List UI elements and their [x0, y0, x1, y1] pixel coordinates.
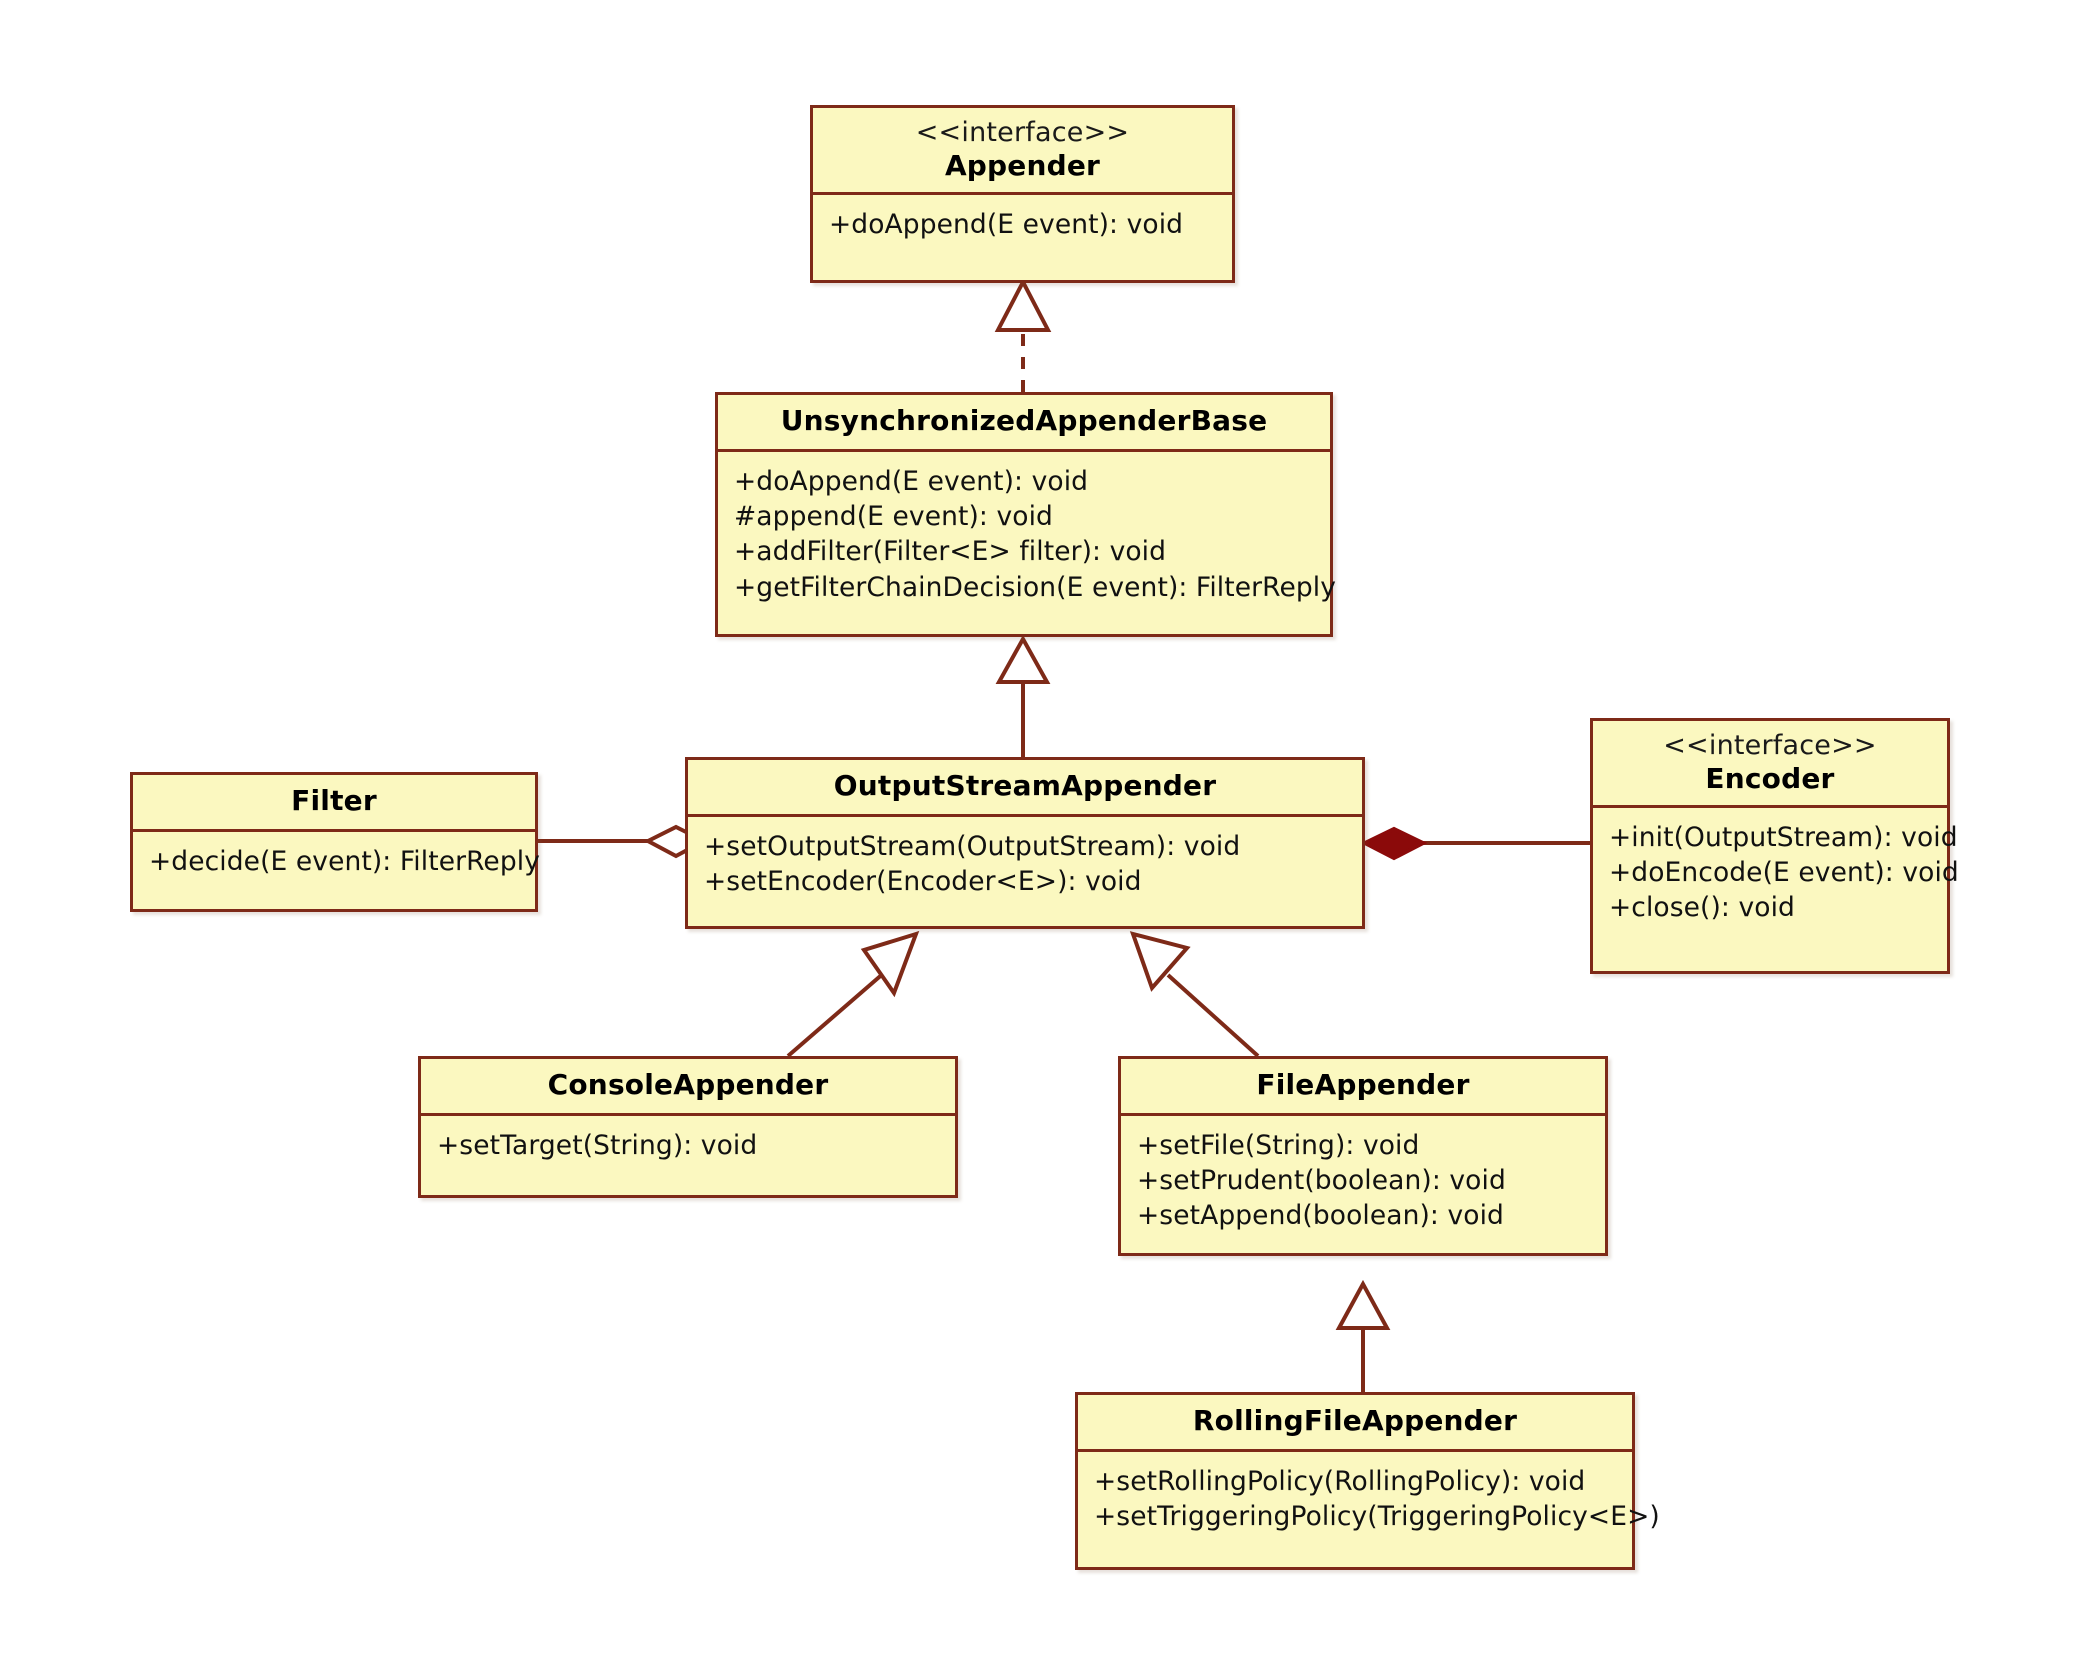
class-member: +setTarget(String): void [437, 1130, 758, 1161]
class-member: +setRollingPolicy(RollingPolicy): void [1094, 1466, 1586, 1497]
class-members-encoder: +init(OutputStream): void +doEncode(E ev… [1593, 808, 1959, 938]
class-member: +doEncode(E event): void [1609, 857, 1959, 889]
rel-aggregation-filter [538, 824, 709, 859]
class-name: OutputStreamAppender [833, 769, 1217, 802]
class-header-output-stream-appender: OutputStreamAppender [688, 760, 1362, 817]
class-member: +init(OutputStream): void [1609, 822, 1958, 853]
class-name: RollingFileAppender [1192, 1404, 1518, 1437]
class-header-appender: <<interface>> Appender [813, 108, 1232, 195]
class-members-unsynchronized-appender-base: +doAppend(E event): void #append(E event… [718, 452, 1337, 617]
class-member: +addFilter(Filter<E> filter): void [734, 536, 1167, 568]
class-box-unsynchronized-appender-base[interactable]: UnsynchronizedAppenderBase +doAppend(E e… [715, 392, 1337, 637]
class-member: #append(E event): void [734, 501, 1053, 533]
class-box-encoder[interactable]: <<interface>> Encoder +init(OutputStream… [1590, 718, 1959, 974]
class-name: UnsynchronizedAppenderBase [780, 404, 1268, 437]
class-member: +getFilterChainDecision(E event): Filter… [734, 571, 1337, 603]
class-name: ConsoleAppender [547, 1068, 829, 1101]
class-member: +decide(E event): FilterReply [149, 846, 540, 877]
class-members-rolling-file-appender: +setRollingPolicy(RollingPolicy): void +… [1078, 1452, 1660, 1546]
class-members-file-appender: +setFile(String): void +setPrudent(boole… [1121, 1116, 1605, 1246]
class-members-appender: +doAppend(E event): void [813, 195, 1232, 254]
class-members-filter: +decide(E event): FilterReply [133, 832, 540, 891]
class-stereotype: <<interface>> [915, 117, 1130, 148]
rel-generalization-file [1129, 931, 1260, 1058]
class-box-console-appender[interactable]: ConsoleAppender +setTarget(String): void [418, 1056, 958, 1198]
class-header-encoder: <<interface>> Encoder [1593, 721, 1947, 808]
class-member: +close(): void [1609, 892, 1795, 924]
class-member: +setOutputStream(OutputStream): void [704, 831, 1241, 862]
class-header-console-appender: ConsoleAppender [421, 1059, 955, 1116]
class-member: +setPrudent(boolean): void [1137, 1165, 1506, 1197]
rel-generalization-console [786, 930, 920, 1058]
class-members-output-stream-appender: +setOutputStream(OutputStream): void +se… [688, 817, 1362, 911]
rel-composition-encoder [1360, 826, 1590, 861]
class-member: +setEncoder(Encoder<E>): void [704, 866, 1142, 898]
class-name: Filter [291, 784, 377, 817]
class-stereotype: <<interface>> [1663, 730, 1877, 761]
class-name: FileAppender [1256, 1068, 1470, 1101]
class-box-output-stream-appender[interactable]: OutputStreamAppender +setOutputStream(Ou… [685, 757, 1365, 929]
class-box-filter[interactable]: Filter +decide(E event): FilterReply [130, 772, 540, 912]
class-member: +doAppend(E event): void [734, 466, 1089, 497]
rel-realization-appender [994, 277, 1052, 392]
class-member: +doAppend(E event): void [829, 209, 1184, 240]
class-member: +setAppend(boolean): void [1137, 1200, 1504, 1232]
class-box-appender[interactable]: <<interface>> Appender +doAppend(E event… [810, 105, 1235, 283]
class-box-rolling-file-appender[interactable]: RollingFileAppender +setRollingPolicy(Ro… [1075, 1392, 1660, 1570]
class-member: +setTriggeringPolicy(TriggeringPolicy<E>… [1094, 1501, 1660, 1533]
rel-generalization-usab [995, 634, 1051, 757]
class-members-console-appender: +setTarget(String): void [421, 1116, 955, 1175]
class-name: Appender [944, 148, 1101, 182]
class-header-rolling-file-appender: RollingFileAppender [1078, 1395, 1632, 1452]
class-member: +setFile(String): void [1137, 1130, 1420, 1161]
rel-generalization-rolling [1335, 1279, 1391, 1392]
class-name: Encoder [1705, 761, 1835, 795]
class-header-unsynchronized-appender-base: UnsynchronizedAppenderBase [718, 395, 1330, 452]
class-header-filter: Filter [133, 775, 535, 832]
class-box-file-appender[interactable]: FileAppender +setFile(String): void +set… [1118, 1056, 1608, 1256]
class-header-file-appender: FileAppender [1121, 1059, 1605, 1116]
